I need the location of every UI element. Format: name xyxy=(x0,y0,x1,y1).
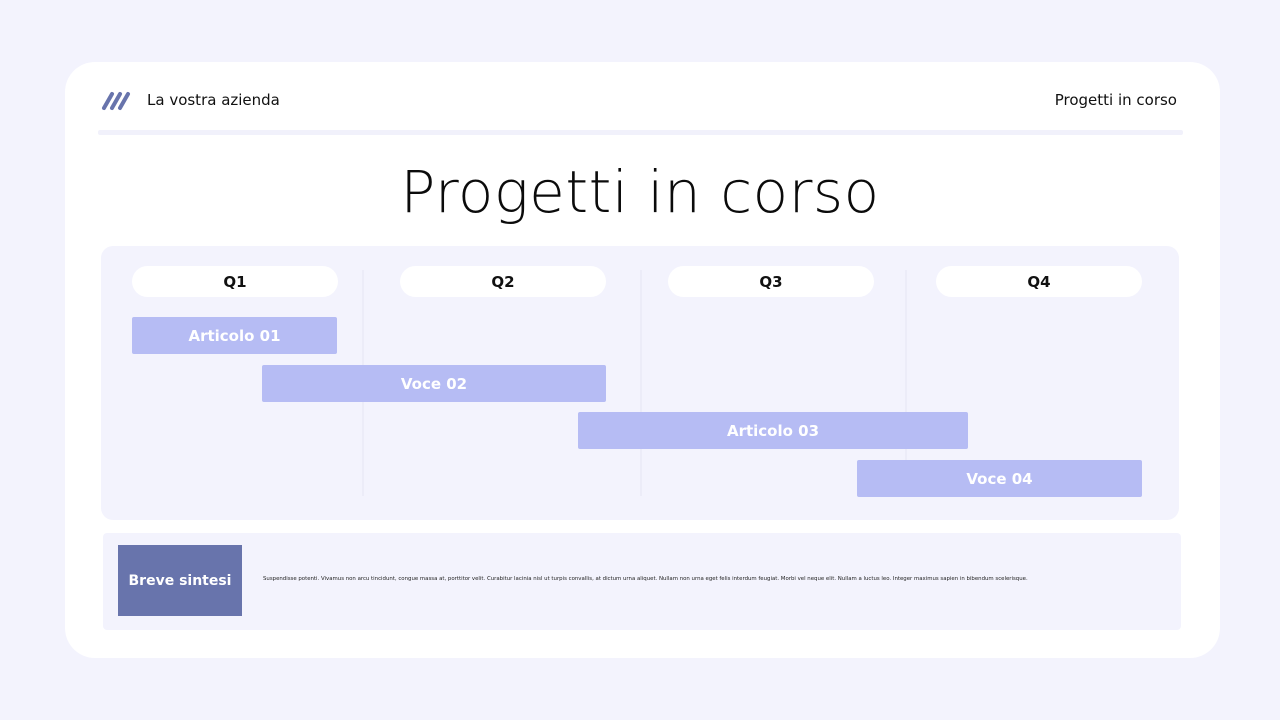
quarter-header-q1: Q1 xyxy=(132,266,338,297)
header-section-title: Progetti in corso xyxy=(1054,91,1177,109)
quarter-header-q2: Q2 xyxy=(400,266,606,297)
page-title: Progetti in corso xyxy=(400,158,880,226)
company-name: La vostra azienda xyxy=(147,91,280,109)
quarter-header-q4: Q4 xyxy=(936,266,1142,297)
summary-label: Breve sintesi xyxy=(118,545,242,616)
summary-text: Suspendisse potenti. Vivamus non arcu ti… xyxy=(263,576,1028,582)
quarter-header-q3: Q3 xyxy=(668,266,874,297)
quarter-divider xyxy=(905,270,907,496)
quarter-divider xyxy=(640,270,642,496)
gantt-bar-task-1: Articolo 01 xyxy=(132,317,337,354)
zigzag-logo-icon xyxy=(102,92,130,110)
header-divider xyxy=(98,130,1183,135)
gantt-bar-task-2: Voce 02 xyxy=(262,365,606,402)
gantt-bar-task-3: Articolo 03 xyxy=(578,412,968,449)
gantt-bar-task-4: Voce 04 xyxy=(857,460,1142,497)
summary-panel xyxy=(103,533,1181,630)
